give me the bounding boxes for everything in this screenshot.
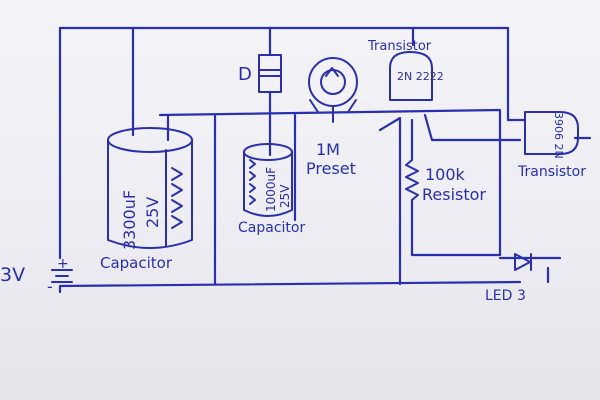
battery-minus-sign: - — [47, 277, 53, 296]
diode-symbol — [258, 54, 282, 93]
preset-symbol — [308, 57, 358, 123]
resistor-label: Resistor — [422, 185, 486, 204]
resistor-symbol — [405, 159, 419, 201]
cap-large-label: Capacitor — [100, 254, 173, 272]
preset-label: Preset — [306, 159, 356, 178]
led-count: 3 — [517, 288, 526, 304]
resistor-value: 100k — [425, 165, 466, 184]
voltage-label: 3V — [0, 264, 25, 286]
transistor-1-symbol — [389, 51, 433, 101]
battery-symbol: + - — [47, 256, 73, 296]
transistor-2-label: Transistor — [517, 164, 586, 180]
transistor-1-part: 2N 2222 — [397, 70, 444, 83]
battery-plus-sign: + — [57, 256, 69, 272]
led-label: LED — [485, 288, 512, 304]
capacitor-small: 1000uF 25V — [243, 143, 293, 217]
diode-label: D — [238, 64, 252, 85]
wires — [58, 26, 592, 294]
transistor-2-part: 3906 2N — [552, 112, 565, 159]
cap-small-label: Capacitor — [238, 220, 305, 236]
capacitor-large: 3300uF 25V — [107, 127, 193, 250]
cap-small-value: 1000uF — [264, 167, 278, 212]
preset-value: 1M — [316, 140, 340, 159]
cap-large-value: 3300uF — [120, 190, 139, 250]
led-symbol — [514, 253, 532, 271]
cap-small-voltage: 25V — [278, 184, 292, 208]
transistor-1-label: Transistor — [367, 39, 432, 54]
cap-large-voltage: 25V — [143, 197, 162, 228]
transistor-2-symbol — [524, 111, 579, 155]
